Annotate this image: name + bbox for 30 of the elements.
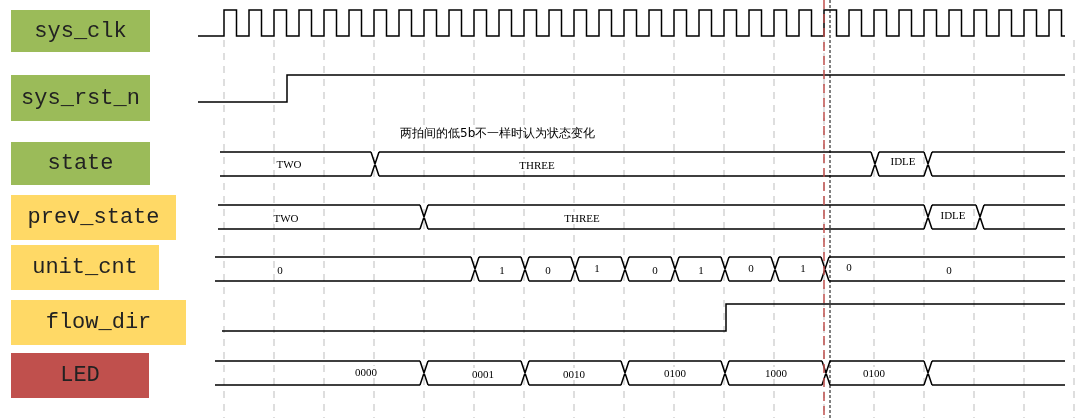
bus-value: 0 bbox=[946, 264, 952, 276]
bus-value: 0 bbox=[652, 264, 658, 276]
bus-value: TWO bbox=[273, 212, 299, 224]
bus-value: 0 bbox=[277, 264, 283, 276]
bus-value: 0001 bbox=[472, 368, 494, 380]
bus-value: IDLE bbox=[940, 209, 966, 221]
bus-value: 1 bbox=[800, 262, 806, 274]
bus-value: 0100 bbox=[863, 367, 885, 379]
bus-value: 1 bbox=[698, 264, 704, 276]
signal-name-tag: unit_cnt bbox=[11, 245, 159, 290]
bus-value: 1 bbox=[594, 262, 600, 274]
signal-name-tag: state bbox=[11, 142, 150, 185]
bus-value: 0100 bbox=[664, 367, 686, 379]
annotation-note: 两拍间的低5b不一样时认为状态变化 bbox=[400, 125, 596, 142]
bus-value: 0 bbox=[748, 262, 754, 274]
signal-name-tag: flow_dir bbox=[11, 300, 186, 345]
bus-value: THREE bbox=[519, 159, 555, 171]
bus-value: 1000 bbox=[765, 367, 787, 379]
signal-name-tag: sys_rst_n bbox=[11, 75, 150, 121]
bus-value: 0 bbox=[545, 264, 551, 276]
bus-value: THREE bbox=[564, 212, 600, 224]
bus-value: TWO bbox=[276, 158, 302, 170]
bus-value: 0000 bbox=[355, 366, 377, 378]
bus-value: 1 bbox=[499, 264, 505, 276]
signal-name-tag: prev_state bbox=[11, 195, 176, 240]
signal-name-tag: LED bbox=[11, 353, 149, 398]
bus-value: IDLE bbox=[890, 155, 916, 167]
bus-value: 0 bbox=[846, 261, 852, 273]
bus-value: 0010 bbox=[563, 368, 585, 380]
signal-name-tag: sys_clk bbox=[11, 10, 150, 52]
